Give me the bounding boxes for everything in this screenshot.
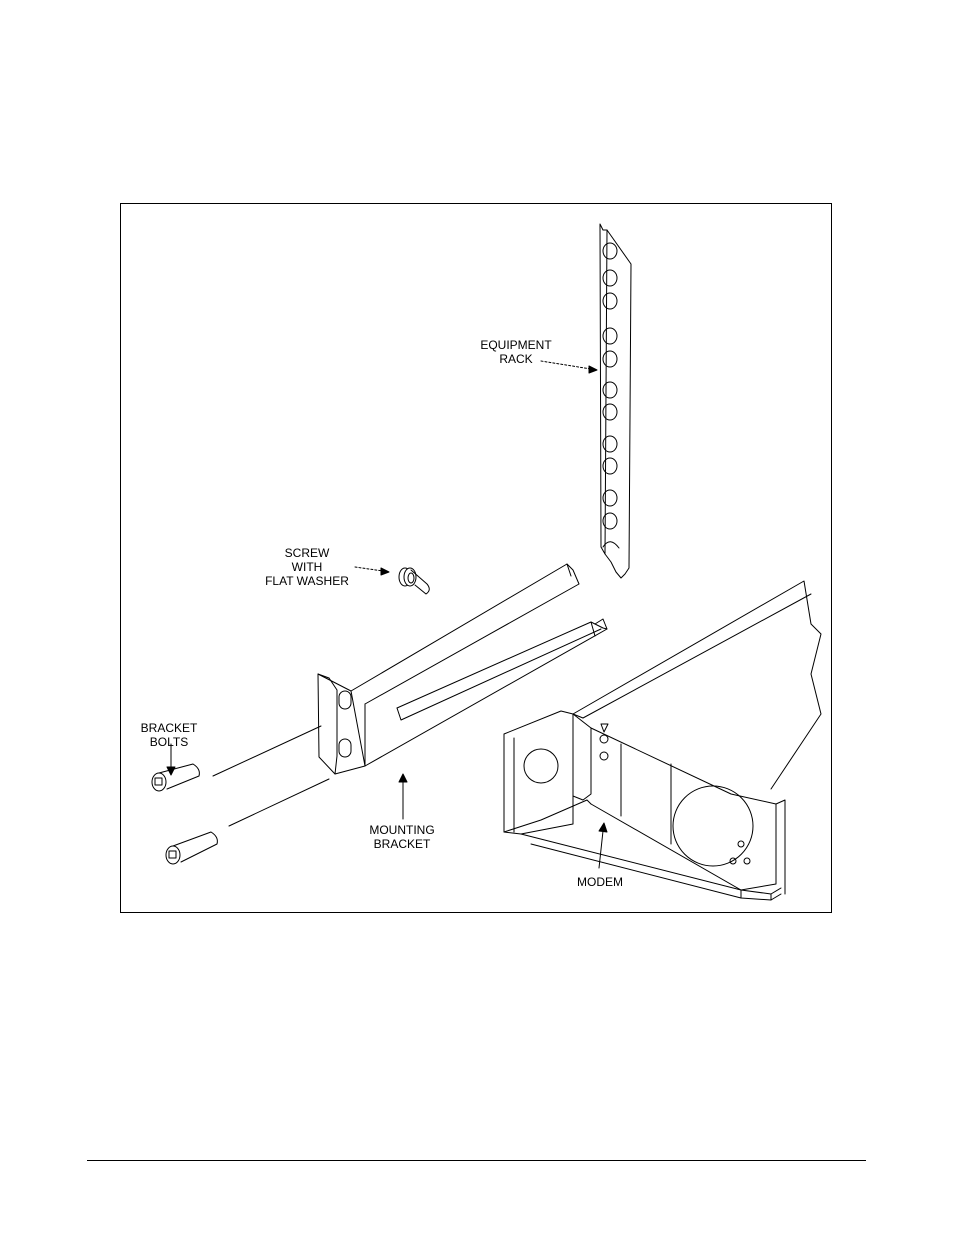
label-equipment-rack: EQUIPMENT RACK (480, 338, 551, 366)
modem (503, 580, 822, 901)
label-bracket-bolts: BRACKET BOLTS (141, 721, 198, 749)
figure-frame: EQUIPMENT RACK SCREW WITH FLAT WASHER BR… (120, 203, 832, 913)
label-modem-line1: MODEM (577, 875, 623, 889)
label-mounting-bracket-line1: MOUNTING (369, 823, 435, 837)
label-screw-line1: SCREW (284, 546, 330, 560)
label-mounting-bracket-line2: BRACKET (373, 837, 431, 851)
rack-holes (602, 242, 620, 549)
bracket-bolt-lower (165, 831, 218, 865)
label-screw: SCREW WITH FLAT WASHER (265, 546, 349, 588)
leader-equipment-rack (540, 360, 598, 374)
screw-with-washer (398, 567, 430, 595)
leader-mounting-bracket (398, 773, 408, 820)
label-screw-line3: FLAT WASHER (265, 574, 349, 588)
footer-rule (87, 1160, 866, 1161)
label-screw-line2: WITH (291, 560, 323, 574)
label-equipment-rack-line1: EQUIPMENT (480, 338, 552, 352)
bolt-guide-lines (212, 725, 330, 827)
label-bracket-bolts-line1: BRACKET (140, 721, 198, 735)
mounting-bracket (317, 563, 608, 775)
leader-modem (598, 822, 608, 869)
leader-bracket-bolts (166, 743, 176, 776)
label-bracket-bolts-line2: BOLTS (149, 735, 189, 749)
label-mounting-bracket: MOUNTING BRACKET (369, 823, 434, 851)
bracket-bolt-upper (151, 763, 200, 792)
rack-mount-diagram (151, 223, 822, 901)
equipment-rack-rail (599, 223, 632, 579)
label-equipment-rack-line2: RACK (499, 352, 533, 366)
label-modem: MODEM (577, 875, 623, 889)
leader-screw (354, 566, 390, 576)
